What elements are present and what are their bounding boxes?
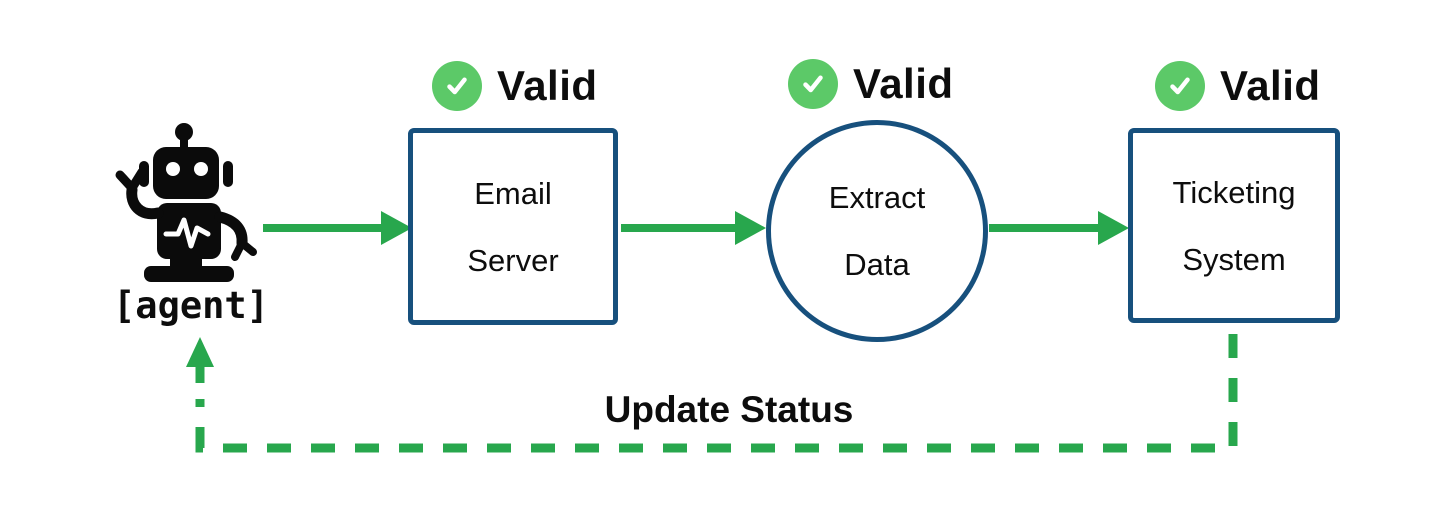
status-label: Valid <box>853 60 954 107</box>
feedback-label: Update Status <box>604 389 854 430</box>
node-ticketing-system: Ticketing System <box>1128 128 1340 323</box>
status-badge-extract-data: Valid <box>788 59 954 109</box>
status-badge-email-server: Valid <box>432 61 598 111</box>
feedback-loop <box>186 334 1238 453</box>
check-circle-icon <box>432 61 482 111</box>
status-label: Valid <box>1220 62 1321 109</box>
node-label-line: Email <box>474 175 552 211</box>
status-badge-ticketing-system: Valid <box>1155 61 1321 111</box>
flow-arrows <box>263 211 1129 245</box>
node-label-line: Server <box>467 242 559 278</box>
node-label-line: System <box>1182 241 1286 277</box>
node-extract-data: Extract Data <box>766 120 988 342</box>
arrow-extract-data-to-ticketing-system <box>989 211 1129 245</box>
node-label-line: Extract <box>828 180 926 215</box>
robot-icon <box>115 123 257 282</box>
check-circle-icon <box>788 59 838 109</box>
feedback-dashed-path <box>195 334 1238 453</box>
node-label-line: Data <box>844 247 910 282</box>
agent-label: [agent] <box>113 284 269 327</box>
node-label-line: Ticketing <box>1172 174 1296 210</box>
feedback-arrowhead <box>186 337 214 367</box>
arrow-email-server-to-extract-data <box>621 211 766 245</box>
node-email-server: Email Server <box>408 128 618 325</box>
status-label: Valid <box>497 62 598 109</box>
check-circle-icon <box>1155 61 1205 111</box>
arrow-agent-to-email-server <box>263 211 412 245</box>
